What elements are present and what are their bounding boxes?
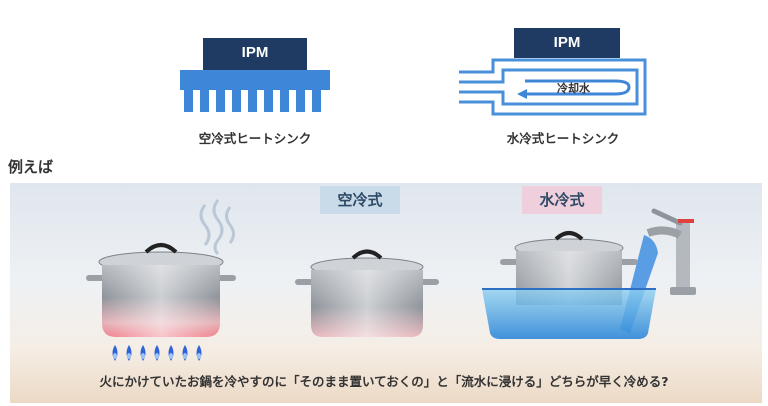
air-cooled-tag: 空冷式 [320,186,400,214]
air-heatsink-fins [180,70,330,112]
water-cooled-tag: 水冷式 [522,186,602,214]
air-cooled-heatsink-diagram: IPM [180,38,330,120]
question-text: 火にかけていたお鍋を冷やすのに「そのまま置いておくの」と「流水に浸ける」どちらが… [99,374,669,389]
water-heatsink-body [459,58,647,116]
air-heatsink-caption: 空冷式ヒートシンク [198,131,312,146]
cooling-scene: 空冷式 水冷式 [10,183,762,403]
water-heatsink-caption: 水冷式ヒートシンク [506,131,620,146]
coolant-label: 冷却水 [557,82,590,95]
ipm-chip-water: IPM [514,28,620,58]
hot-pot-on-flame [86,199,236,361]
air-cooled-pot [295,249,439,337]
water-cooled-pot-basin [482,208,696,339]
ipm-chip: IPM [203,38,307,70]
example-heading: 例えば [8,158,54,176]
